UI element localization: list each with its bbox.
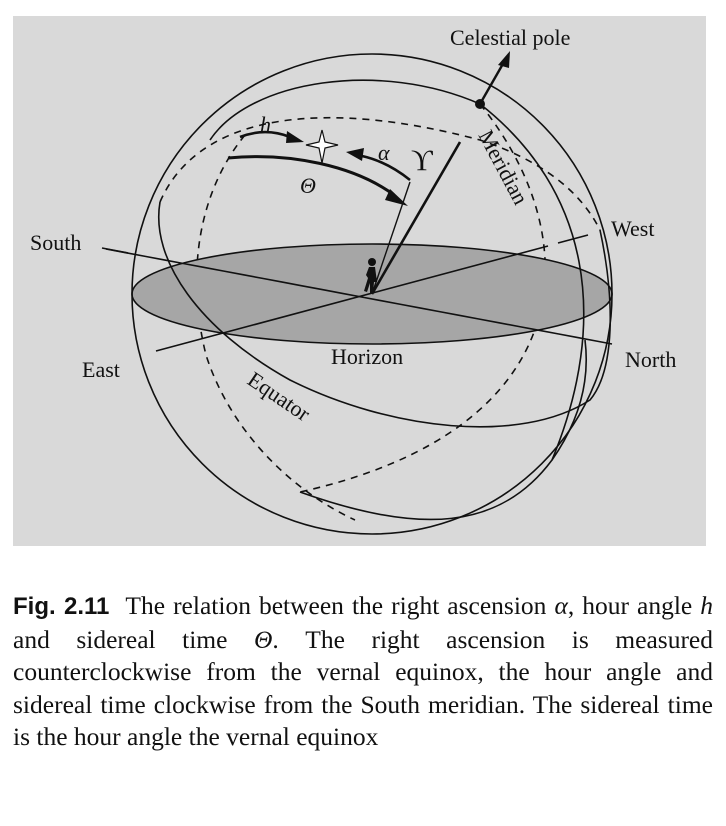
celestial-pole-point bbox=[475, 99, 485, 109]
celestial-sphere-diagram: Celestial pole Meridian West South East … bbox=[30, 25, 676, 535]
west-line-extension bbox=[557, 234, 589, 244]
equator-back-dashed bbox=[159, 116, 601, 231]
label-horizon: Horizon bbox=[331, 344, 403, 369]
observer-icon bbox=[364, 258, 377, 294]
figure-caption: Fig. 2.11 The relation between the right… bbox=[13, 590, 713, 754]
caption-h: h bbox=[700, 591, 714, 620]
caption-theta: Θ bbox=[253, 624, 273, 654]
caption-text-4: . The right ascension is measured counte… bbox=[13, 624, 714, 752]
equator-front bbox=[158, 201, 612, 428]
figure-panel: Celestial pole Meridian West South East … bbox=[13, 16, 706, 546]
caption-text-2: , hour angle bbox=[567, 591, 701, 620]
star-hour-circle-dashed bbox=[195, 134, 356, 521]
pole-axis-arrow bbox=[478, 61, 506, 105]
celestial-sphere bbox=[131, 53, 613, 535]
hour-circle-front bbox=[551, 339, 588, 461]
hour-angle-arrow bbox=[239, 130, 291, 139]
caption-text-3: and sidereal time bbox=[13, 624, 254, 654]
label-east: East bbox=[82, 357, 120, 382]
label-right-ascension: α bbox=[378, 140, 390, 165]
caption-alpha: α bbox=[554, 591, 568, 620]
figure-number: Fig. 2.11 bbox=[13, 593, 110, 620]
south-line-extension bbox=[101, 247, 129, 254]
pole-arrow-head bbox=[498, 51, 510, 68]
label-vernal-equinox: ϒ bbox=[411, 144, 433, 177]
label-sidereal-time: Θ bbox=[300, 173, 316, 198]
east-west-line bbox=[155, 245, 549, 352]
label-equator: Equator bbox=[243, 366, 315, 426]
observer-to-arc-line bbox=[371, 181, 411, 295]
label-north: North bbox=[625, 347, 676, 372]
caption-text-1: The relation between the right ascension bbox=[125, 591, 555, 620]
label-celestial-pole: Celestial pole bbox=[450, 25, 570, 50]
right-ascension-arrow bbox=[361, 154, 411, 182]
sidereal-time-arrow bbox=[227, 155, 395, 197]
sidereal-time-arrow-head bbox=[385, 189, 408, 206]
hour-angle-arrow-head bbox=[286, 131, 304, 143]
vernal-equinox-line bbox=[370, 141, 462, 295]
meridian-front bbox=[209, 79, 585, 521]
star-icon bbox=[305, 129, 339, 164]
right-ascension-arrow-head bbox=[346, 148, 364, 161]
label-south: South bbox=[30, 230, 81, 255]
label-west: West bbox=[611, 216, 654, 241]
label-hour-angle: h bbox=[260, 112, 271, 137]
